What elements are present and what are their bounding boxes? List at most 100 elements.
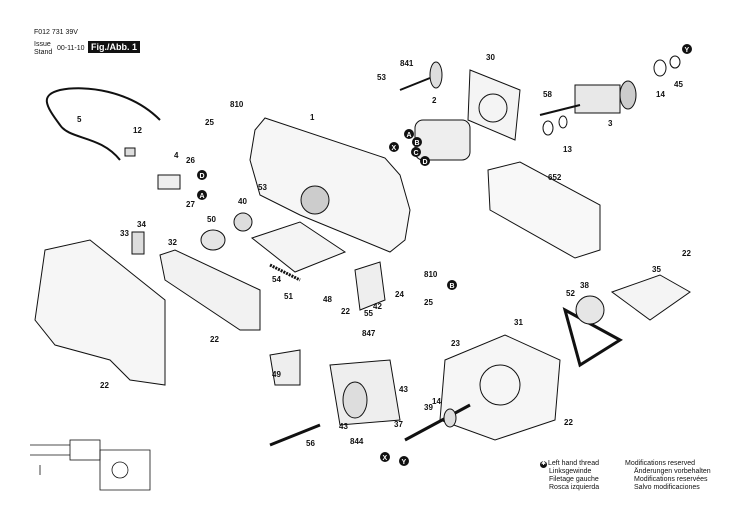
part-label: 22 bbox=[564, 418, 573, 427]
dust-bag bbox=[487, 161, 601, 259]
part-label: 14 bbox=[432, 397, 441, 406]
part-label: 810 bbox=[424, 270, 438, 279]
part-label: 58 bbox=[543, 90, 552, 99]
part-label: 22 bbox=[210, 335, 219, 344]
part-label: 38 bbox=[580, 281, 589, 290]
part-label: 40 bbox=[238, 197, 247, 206]
connector-a-label: A bbox=[200, 193, 205, 200]
part-label: 43 bbox=[339, 422, 348, 431]
issue-label: Issue bbox=[34, 41, 51, 48]
part-label: 5 bbox=[77, 115, 82, 124]
connector-d-label: D bbox=[423, 159, 428, 166]
part-label: 51 bbox=[284, 292, 293, 301]
part-label: 12 bbox=[133, 126, 142, 135]
part-label: 39 bbox=[424, 403, 433, 412]
part-label: 841 bbox=[400, 59, 414, 68]
legend-line: Linksgewinde bbox=[549, 468, 592, 475]
connector-x-label: X bbox=[383, 455, 388, 462]
part-label: 24 bbox=[395, 290, 404, 299]
part-label: 34 bbox=[137, 220, 146, 229]
housing-knob bbox=[300, 185, 330, 215]
part-label: 56 bbox=[306, 439, 315, 448]
part-label: 42 bbox=[373, 302, 382, 311]
part-label: 26 bbox=[186, 156, 195, 165]
part-label: 31 bbox=[514, 318, 523, 327]
part-label: 30 bbox=[486, 53, 495, 62]
bearing-13 bbox=[558, 115, 568, 129]
switch-34 bbox=[131, 231, 145, 255]
legend-line: Salvo modificaciones bbox=[634, 484, 700, 491]
lever-847 bbox=[354, 261, 386, 311]
connector-c-label: C bbox=[414, 150, 419, 157]
bearing-58 bbox=[542, 120, 554, 136]
main-housing bbox=[249, 117, 411, 253]
wiring-schematic bbox=[30, 439, 151, 491]
legend-line: Änderungen vorbehalten bbox=[634, 468, 711, 475]
part-label: 37 bbox=[394, 420, 403, 429]
platen-35 bbox=[610, 274, 691, 321]
spring-51 bbox=[269, 263, 301, 282]
bearing-plate bbox=[467, 69, 521, 141]
part-label: 49 bbox=[272, 370, 281, 379]
part-label: 14 bbox=[656, 90, 665, 99]
bearing-14-top bbox=[653, 59, 667, 77]
part-label: 25 bbox=[424, 298, 433, 307]
part-label: 48 bbox=[323, 295, 332, 304]
legend-line: Rosca izquierda bbox=[549, 484, 600, 491]
part-label: 33 bbox=[120, 229, 129, 238]
part-label: 847 bbox=[362, 329, 376, 338]
part-label: 53 bbox=[377, 73, 386, 82]
connector-d-label: D bbox=[200, 173, 205, 180]
power-cable bbox=[45, 87, 161, 161]
handle-33 bbox=[34, 239, 166, 386]
part-label: 55 bbox=[364, 309, 373, 318]
drawing-code: F012 731 39V bbox=[34, 29, 78, 36]
part-label: 50 bbox=[207, 215, 216, 224]
connector-b-label: B bbox=[450, 283, 455, 290]
part-label: 54 bbox=[272, 275, 281, 284]
issue-date: 00-11-10 bbox=[57, 45, 85, 52]
armature bbox=[539, 80, 637, 116]
connector-markers: D A A B C D X Y B X Y bbox=[197, 44, 692, 466]
part-label: 13 bbox=[563, 145, 572, 154]
shaft-39 bbox=[404, 403, 471, 442]
left-thread-icon: ✱ bbox=[540, 461, 547, 468]
stand-label: Stand bbox=[34, 49, 53, 56]
gear-housing bbox=[439, 334, 561, 441]
legend: ✱Left hand thread Modifications reserved… bbox=[540, 460, 711, 492]
part-label: 2 bbox=[432, 96, 437, 105]
part-label: 45 bbox=[674, 80, 683, 89]
roller-50 bbox=[200, 229, 226, 251]
part-label: 3 bbox=[608, 119, 613, 128]
bracket-49 bbox=[269, 349, 301, 386]
cable-clamp bbox=[124, 147, 136, 157]
nut-45 bbox=[669, 55, 681, 69]
part-label: 25 bbox=[205, 118, 214, 127]
part-label: 27 bbox=[186, 200, 195, 209]
connector-a-label: A bbox=[407, 132, 412, 139]
part-label: 810 bbox=[230, 100, 244, 109]
connector-x-label: X bbox=[392, 145, 397, 152]
part-label: 35 bbox=[652, 265, 661, 274]
part-label: 22 bbox=[682, 249, 691, 258]
part-label: 52 bbox=[566, 289, 575, 298]
connector-b-label: B bbox=[415, 140, 420, 147]
pulley-841 bbox=[429, 61, 443, 89]
part-label: 22 bbox=[100, 381, 109, 390]
pin-56 bbox=[269, 423, 321, 447]
part-label: 1 bbox=[310, 113, 315, 122]
bearing-40 bbox=[233, 212, 253, 232]
part-label: 23 bbox=[451, 339, 460, 348]
figure-tag: Fig./Abb. 1 bbox=[88, 41, 140, 53]
part-label: 53 bbox=[258, 183, 267, 192]
connector-y-label: Y bbox=[685, 47, 690, 54]
belt-52 bbox=[562, 306, 623, 368]
side-cover bbox=[159, 249, 261, 331]
sole-plate bbox=[250, 221, 347, 273]
legend-line: Left hand thread bbox=[548, 460, 599, 467]
part-label: 32 bbox=[168, 238, 177, 247]
drive-roller bbox=[329, 359, 401, 426]
connector-y-label: Y bbox=[402, 459, 407, 466]
part-label: 4 bbox=[174, 151, 179, 160]
